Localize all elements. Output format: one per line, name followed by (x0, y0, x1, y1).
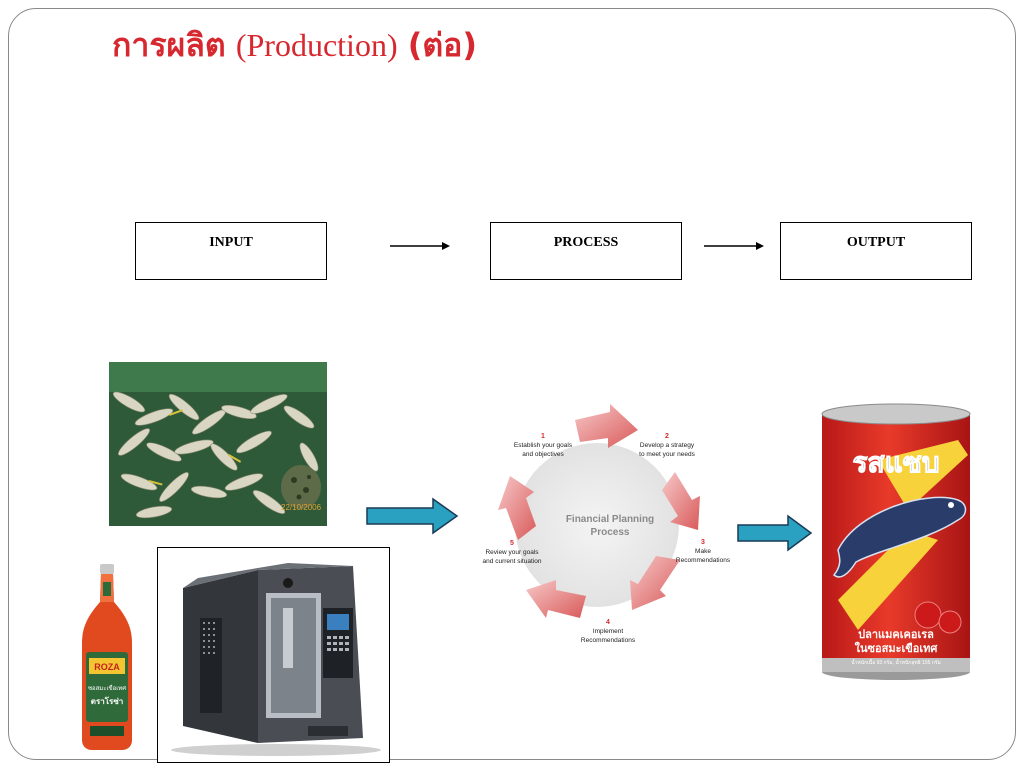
process-label: PROCESS (553, 235, 619, 250)
fish-photo-timestamp: 22/10/2006 (281, 503, 322, 512)
title-latin: (Production) (235, 27, 398, 63)
cycle-step-2-number: 2 (665, 433, 669, 440)
cycle-step-5-number: 5 (510, 540, 514, 547)
can-weight-text: น้ำหนักเนื้อ 93 กรัม, น้ำหนักสุทธิ 155 ก… (851, 657, 941, 666)
title-thai-part1: การผลิต (112, 26, 226, 64)
input-label: INPUT (209, 235, 253, 250)
cycle-to-output-arrow (737, 514, 813, 552)
cycle-step-4-line1: Implement (593, 628, 624, 635)
cycle-step-5-line1: Review your goals (485, 549, 539, 556)
input-to-cycle-arrow (366, 497, 459, 535)
input-box: INPUT (135, 222, 327, 280)
cycle-step-4-line2: Recommendations (581, 637, 636, 644)
cycle-step-2-line1: Develop a strategy (640, 442, 695, 449)
cnc-machine-image (171, 563, 381, 756)
machine-photo (157, 547, 390, 763)
process-to-output-arrow (704, 242, 764, 250)
input-to-process-arrow (390, 242, 450, 250)
cycle-step-4-number: 4 (606, 619, 610, 626)
cycle-arrow-5 (498, 476, 536, 540)
cycle-step-1-line2: and objectives (522, 451, 564, 458)
title-thai-part2: (ต่อ) (407, 26, 478, 64)
can-brand: รสแซบ (853, 447, 940, 478)
can-fish-icon (832, 496, 967, 578)
cycle-step-3-line1: Make (695, 548, 711, 555)
cycle-center-disc (515, 443, 679, 607)
cycle-arrow-3 (630, 556, 680, 610)
canned-fish-image: รสแซบ ปลาแมคเคอเรล ในซอสมะเขือเทศ น้ำหนั… (821, 403, 971, 680)
sauce-bottle-image: ROZA ซอสมะเขือเทศ ตราโรซ่า (82, 564, 132, 750)
cycle-step-5-line2: and current situation (483, 558, 542, 565)
cycle-arrow-1 (575, 404, 638, 448)
sauce-bottle-label-line1: ซอสมะเขือเทศ (88, 684, 126, 692)
output-label: OUTPUT (846, 235, 906, 250)
slide-frame (8, 8, 1016, 760)
cycle-arrow-4 (526, 580, 586, 618)
fish-image: 22/10/2006 (109, 362, 327, 526)
output-box: OUTPUT (780, 222, 972, 280)
sauce-bottle-brand: ROZA (94, 662, 120, 672)
cycle-step-1-line1: Establish your goals (514, 442, 573, 449)
cycle-step-2-line2: to meet your needs (639, 451, 695, 458)
cycle-step-1-number: 1 (541, 433, 545, 440)
cycle-center-line1: Financial Planning (566, 514, 654, 525)
can-label-line1: ปลาแมคเคอเรล (858, 628, 934, 641)
cycle-step-3-number: 3 (701, 539, 705, 546)
cycle-step-3-line2: Recommendations (676, 557, 731, 564)
slide-title: การผลิต (Production) (ต่อ) (112, 20, 477, 71)
cycle-arrow-2 (662, 472, 700, 530)
financial-planning-cycle: Financial Planning Process 1 Establish y… (483, 404, 731, 644)
process-box: PROCESS (490, 222, 682, 280)
fish-photo: 22/10/2006 (109, 362, 327, 526)
sauce-bottle-label-line2: ตราโรซ่า (91, 696, 124, 706)
can-label-line2: ในซอสมะเขือเทศ (855, 641, 939, 655)
cycle-center-line2: Process (591, 527, 630, 538)
